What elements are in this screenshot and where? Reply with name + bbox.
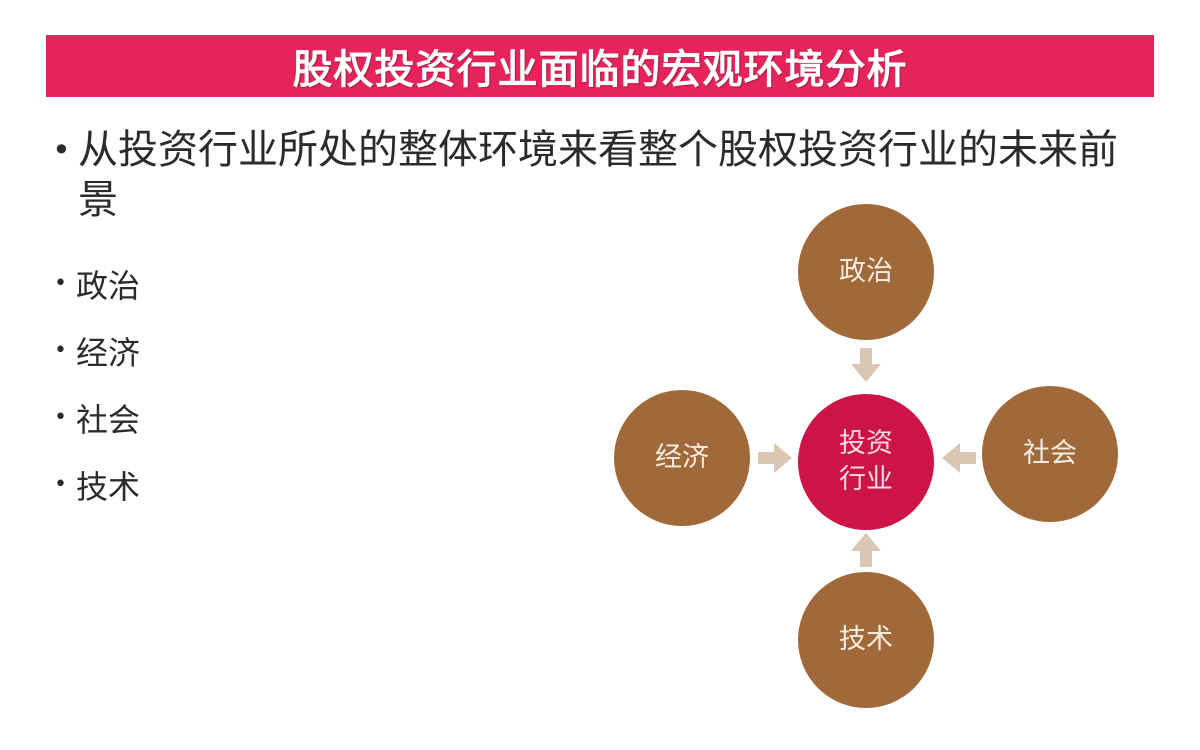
slide-title: 股权投资行业面临的宏观环境分析: [292, 47, 908, 93]
title-band: 股权投资行业面临的宏观环境分析: [46, 35, 1154, 97]
factor-label: 政治: [839, 256, 893, 287]
sub-bullet-text: 政治: [76, 266, 141, 305]
factor-circle-technology: 技术: [798, 572, 934, 708]
sub-bullet-item: • 政治: [54, 250, 140, 317]
center-circle-investment-industry: 投资 行业: [798, 394, 934, 530]
bullet-dot-icon: •: [54, 271, 67, 296]
factor-label: 经济: [655, 442, 709, 473]
sub-bullet-text: 社会: [76, 400, 141, 439]
arrow-left-icon: [942, 443, 976, 473]
sub-bullet-text: 经济: [76, 333, 141, 372]
factor-circle-politics: 政治: [798, 204, 934, 340]
factor-label: 技术: [839, 624, 893, 655]
sub-bullet-item: • 社会: [54, 384, 140, 451]
arrow-up-icon: [851, 533, 881, 567]
sub-bullet-item: • 经济: [54, 317, 140, 384]
main-bullet: • 从投资行业所处的整体环境来看整个股权投资行业的未来前景: [52, 125, 1132, 225]
arrow-right-icon: [758, 443, 792, 473]
bullet-dot-icon: •: [54, 405, 67, 430]
sub-bullet-list: • 政治 • 经济 • 社会 • 技术: [54, 250, 140, 518]
bullet-dot-icon: •: [52, 131, 71, 169]
center-label-line1: 投资: [839, 428, 893, 459]
bullet-dot-icon: •: [54, 338, 67, 363]
factor-circle-society: 社会: [982, 386, 1118, 522]
arrow-down-icon: [851, 348, 881, 382]
center-label-line2: 行业: [839, 464, 893, 495]
main-bullet-text: 从投资行业所处的整体环境来看整个股权投资行业的未来前景: [78, 127, 1118, 223]
sub-bullet-text: 技术: [76, 467, 141, 506]
sub-bullet-item: • 技术: [54, 451, 140, 518]
factor-circle-economy: 经济: [614, 390, 750, 526]
factor-label: 社会: [1023, 438, 1077, 469]
bullet-dot-icon: •: [54, 472, 67, 497]
